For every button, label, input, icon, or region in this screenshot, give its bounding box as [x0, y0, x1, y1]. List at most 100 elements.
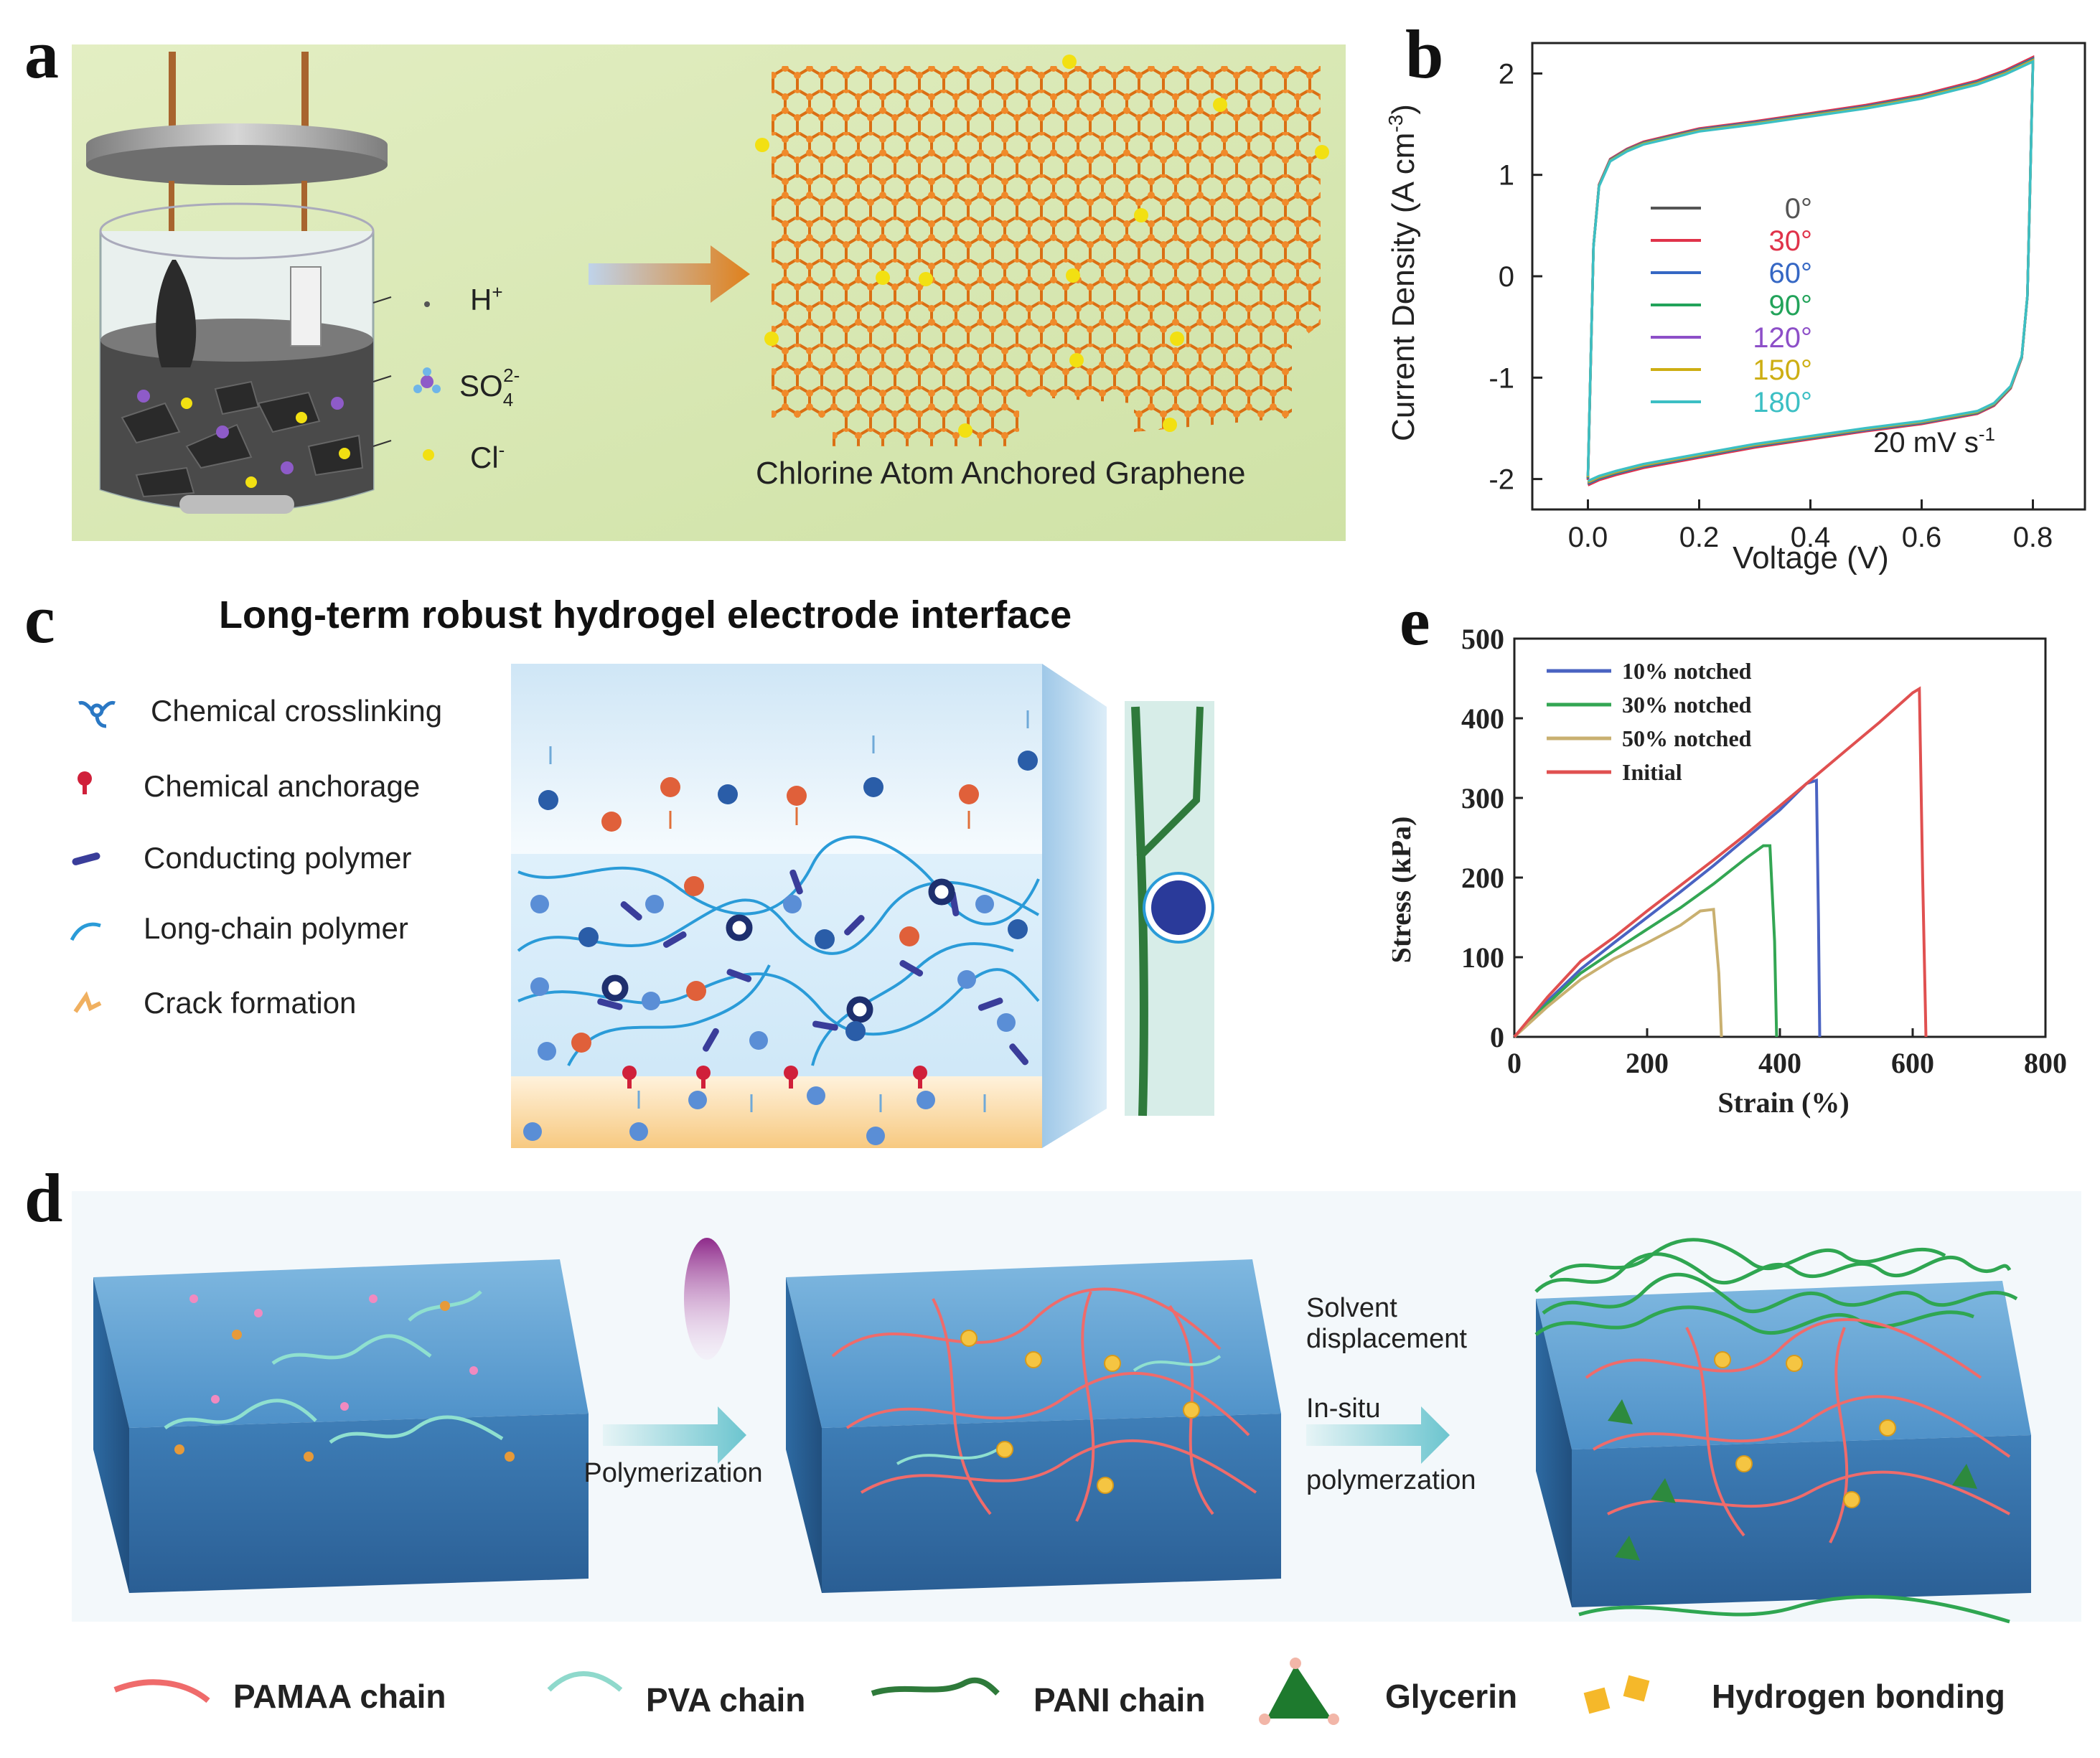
- final-composite-hydrogel-cube: [1534, 1238, 2031, 1624]
- chart-e-ytick-label: 300: [1461, 782, 1504, 814]
- ion-label-cl: Cl-: [470, 439, 505, 474]
- counter-electrode-plate: [290, 266, 322, 347]
- legend-chemical-anchorage: Chemical anchorage: [144, 769, 420, 803]
- chart-b-xtick-label: 0.2: [1679, 522, 1720, 553]
- chart-e-xlabel: Strain (%): [1717, 1086, 1849, 1119]
- panel-d-legend: PAMAA chain PVA chain PANI chain Glyceri…: [113, 1658, 2005, 1725]
- stress-strain-curve-1: [1513, 844, 1778, 1038]
- stress-strain-curve-2: [1513, 908, 1723, 1038]
- chart-e-legend-label: 50% notched: [1622, 725, 1752, 751]
- chart-e-legend-label: 10% notched: [1622, 658, 1752, 684]
- chart-b-ytick-label: -2: [1489, 464, 1514, 496]
- chart-b-legend-label: 150°: [1753, 354, 1812, 386]
- chart-b-ytick-label: 0: [1499, 261, 1514, 293]
- stress-strain-curve-3: [1513, 686, 1928, 1038]
- chart-b-annotation: 20 mV s-1: [1873, 423, 1995, 459]
- ion-label-so4: SO42-: [459, 365, 520, 410]
- crack-formation-icon: [73, 991, 102, 1013]
- panel-c-title: Long-term robust hydrogel electrode inte…: [219, 593, 1072, 636]
- chart-b-ylabel: Current Density (A cm-3): [1384, 104, 1421, 441]
- panel-letter-d: d: [24, 1160, 63, 1236]
- ion-particles: [137, 390, 350, 488]
- chart-b-legend-label: 90°: [1769, 290, 1813, 321]
- step-solvent-label: Solvent: [1306, 1293, 1397, 1323]
- step-in-situ-label: In-situ: [1306, 1393, 1380, 1424]
- panel-letter-c: c: [24, 580, 55, 657]
- chart-e-xtick-label: 600: [1891, 1047, 1934, 1079]
- pamaa-pva-network-cube: [786, 1259, 1281, 1593]
- chart-b-xtick-label: 0.0: [1568, 522, 1608, 553]
- legend-crack-formation: Crack formation: [144, 986, 356, 1020]
- chart-b-legend-label: 120°: [1753, 322, 1812, 354]
- chlorine-anchored-graphene-sheet: [772, 66, 1321, 446]
- chart-b-xlabel: Voltage (V): [1733, 540, 1889, 575]
- stress-strain-curve-0: [1513, 778, 1822, 1038]
- legend-chemical-crosslinking: Chemical crosslinking: [151, 694, 442, 728]
- sulfate-icon: [413, 367, 441, 393]
- panel-c-interface-diagram: [511, 664, 1214, 1148]
- step-displacement-label: displacement: [1306, 1324, 1467, 1354]
- chart-b-xtick-label: 0.8: [2013, 522, 2053, 553]
- panel-letter-a: a: [24, 16, 59, 93]
- chart-b-xtick-label: 0.4: [1791, 522, 1831, 553]
- legend-long-chain-polymer: Long-chain polymer: [144, 911, 408, 945]
- chart-b-legend-label: 60°: [1769, 258, 1813, 289]
- panel-d-process-illustration: Polymerization Solvent displacement In-s…: [72, 1191, 2081, 1624]
- chart-b-ytick-label: 2: [1499, 58, 1514, 90]
- chart-e-legend-label: Initial: [1622, 759, 1682, 785]
- panel-letter-e: e: [1400, 583, 1430, 659]
- panel-letter-b: b: [1405, 16, 1444, 93]
- chart-b-legend-label: 30°: [1769, 225, 1813, 257]
- chart-e-xtick-label: 800: [2024, 1047, 2067, 1079]
- chart-e-xtick-label: 200: [1626, 1047, 1669, 1079]
- crosslinking-icon: [78, 700, 116, 728]
- chart-e-ytick-label: 0: [1490, 1021, 1504, 1053]
- pani-top-layer: [1534, 1238, 2018, 1336]
- chart-e-ytick-label: 100: [1461, 941, 1504, 974]
- step-polymerization-label: Polymerization: [583, 1458, 762, 1488]
- legend-pamaa-chain: PAMAA chain: [233, 1678, 446, 1715]
- chart-e-ytick-label: 500: [1461, 623, 1504, 655]
- panel-a-illustration: H+ SO42- Cl- Chlorine Atom Anchored Grap…: [72, 44, 1346, 541]
- ion-label-h: H+: [470, 281, 503, 316]
- step-polymerzation-label: polymerzation: [1306, 1465, 1476, 1495]
- chlorine-atoms: [755, 55, 1329, 438]
- process-arrow-icon: [589, 245, 750, 303]
- hydrogen-bonding-icon: [1583, 1675, 1650, 1714]
- anchor-points: [622, 1066, 927, 1089]
- cv-curve-6: [1586, 60, 2035, 482]
- legend-pva-chain: PVA chain: [646, 1681, 805, 1719]
- chart-e-ytick-label: 400: [1461, 702, 1504, 735]
- polymerization-arrow-icon: [603, 1406, 746, 1464]
- chart-b-ytick-label: -1: [1489, 362, 1514, 394]
- magnification-projection: [1042, 664, 1107, 1148]
- solvent-displacement-arrow-icon: [1306, 1406, 1450, 1464]
- chart-e-ytick-label: 200: [1461, 862, 1504, 894]
- graphite-brush-electrode: [156, 260, 197, 367]
- crosslink-nodes: [601, 878, 955, 1023]
- proton-icon: [424, 301, 430, 307]
- chloride-icon: [423, 449, 434, 461]
- electrode-zone: [511, 1076, 1042, 1148]
- pani-chain-icon: [871, 1677, 1000, 1696]
- chart-e-frame: [1513, 637, 2047, 1038]
- electrolyte-zone: [511, 664, 1042, 854]
- legend-pani-chain: PANI chain: [1033, 1681, 1205, 1719]
- legend-conducting-polymer: Conducting polymer: [144, 841, 412, 875]
- uv-light-icon: [684, 1238, 730, 1360]
- graphene-product-label: Chlorine Atom Anchored Graphene: [756, 456, 1245, 491]
- hydrogel-precursor-cube: [93, 1259, 589, 1593]
- electrode-rod-left: [169, 52, 176, 159]
- panel-c-legend: Chemical crosslinking Chemical anchorage…: [70, 694, 442, 1020]
- panel-b-cv-chart: Current Density (A cm-3) Voltage (V) 20 …: [1384, 42, 2086, 575]
- conducting-polymer-segments: [597, 869, 1028, 1066]
- chart-e-xtick-label: 0: [1507, 1047, 1522, 1079]
- chart-b-xtick-label: 0.6: [1902, 522, 1942, 553]
- anchorage-icon: [78, 771, 92, 794]
- pamaa-chain-icon: [113, 1679, 210, 1703]
- chart-e-xtick-label: 400: [1758, 1047, 1801, 1079]
- pva-chain-icon: [547, 1671, 623, 1692]
- legend-hydrogen-bonding: Hydrogen bonding: [1712, 1678, 2005, 1715]
- long-chain-polymer-icon: [70, 922, 101, 941]
